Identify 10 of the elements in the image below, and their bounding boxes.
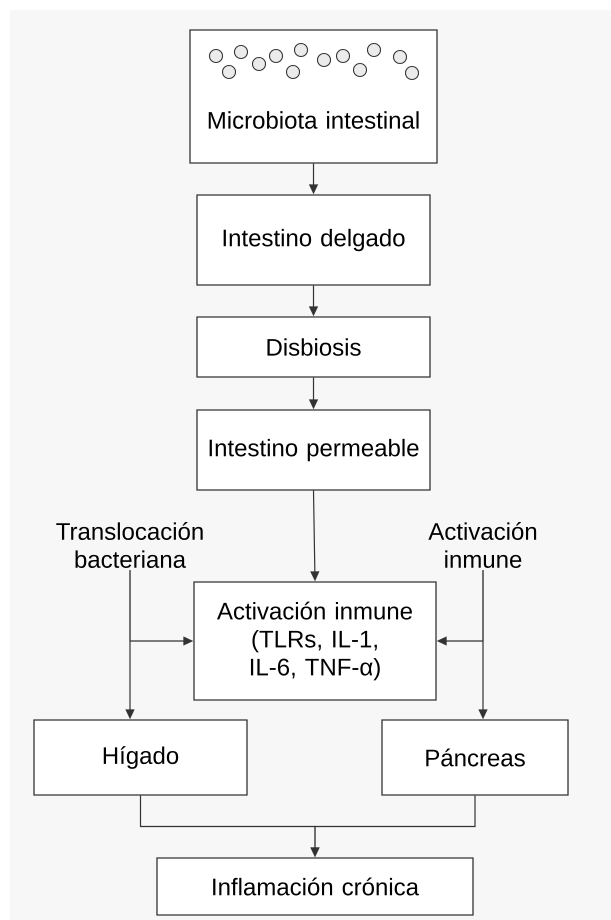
process-box: Intestino delgado <box>196 194 431 286</box>
process-box: Inflamación crónica <box>156 857 474 916</box>
process-box: Activación inmune (TLRs, IL-1, IL-6, TNF-α) <box>193 581 437 701</box>
process-box: Hígado <box>33 719 248 796</box>
process-box: Microbiota intestinal <box>189 29 438 164</box>
label-text: Translocación bacteriana <box>56 522 203 568</box>
process-box: Intestino permeable <box>196 409 431 491</box>
label-text: Activación inmune <box>428 522 536 568</box>
process-box: Disbiosis <box>196 316 431 378</box>
process-box: Páncreas <box>381 719 569 796</box>
